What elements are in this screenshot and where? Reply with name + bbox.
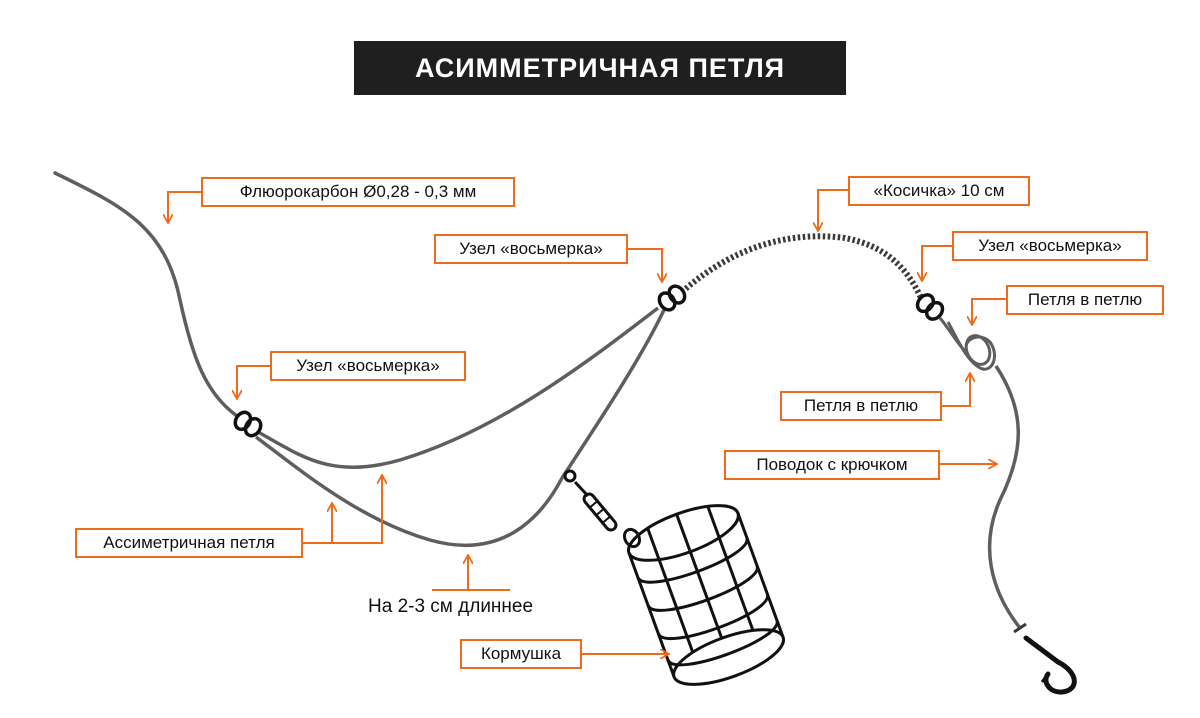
label-braid: «Косичка» 10 см xyxy=(848,176,1030,206)
hook-icon xyxy=(1043,659,1077,695)
loop-short-leg xyxy=(257,306,660,469)
knot-center-icon xyxy=(657,284,687,312)
leader-line xyxy=(987,365,1022,630)
label-knot-left: Узел «восьмерка» xyxy=(270,351,466,381)
label-leader: Поводок с крючком xyxy=(724,450,940,480)
swivel-link xyxy=(573,480,590,498)
main-line xyxy=(53,171,242,420)
hook-shank xyxy=(1023,635,1061,665)
label-loop-top: Петля в петлю xyxy=(1006,285,1164,315)
label-feeder: Кормушка xyxy=(460,639,582,669)
label-knot-center: Узел «восьмерка» xyxy=(434,234,628,264)
arrow-loop-top xyxy=(972,298,1006,324)
arrow-asym-2 xyxy=(332,476,382,544)
loop-long-leg xyxy=(254,309,666,547)
knot-left-icon xyxy=(233,410,263,438)
label-longer: На 2-3 см длиннее xyxy=(368,596,534,617)
snap-ring xyxy=(563,469,577,483)
feeder-icon xyxy=(626,504,786,686)
hook-barb xyxy=(1040,673,1050,683)
loop-b xyxy=(964,334,992,366)
label-knot-right: Узел «восьмерка» xyxy=(952,231,1148,261)
arrow-knot-left xyxy=(237,365,270,398)
arrow-fluorocarbon xyxy=(168,191,202,222)
arrow-asym-1 xyxy=(303,504,332,544)
braid-line xyxy=(679,233,925,302)
label-loop-bottom: Петля в петлю xyxy=(780,391,942,421)
label-fluorocarbon: Флюорокарбон Ø0,28 - 0,3 мм xyxy=(201,177,515,207)
arrow-knot-center xyxy=(628,248,662,281)
feeder-ring xyxy=(622,527,642,549)
page-title: АСИММЕТРИЧНАЯ ПЕТЛЯ xyxy=(354,41,846,95)
knot-right-icon xyxy=(915,293,945,321)
arrow-loop-bottom xyxy=(942,374,970,407)
arrow-braid xyxy=(818,189,848,230)
swivel-icon xyxy=(582,492,618,532)
leader-end-mark xyxy=(1013,622,1027,634)
arrow-knot-right xyxy=(922,245,952,280)
label-asymmetric-loop: Ассиметричная петля xyxy=(75,528,303,558)
